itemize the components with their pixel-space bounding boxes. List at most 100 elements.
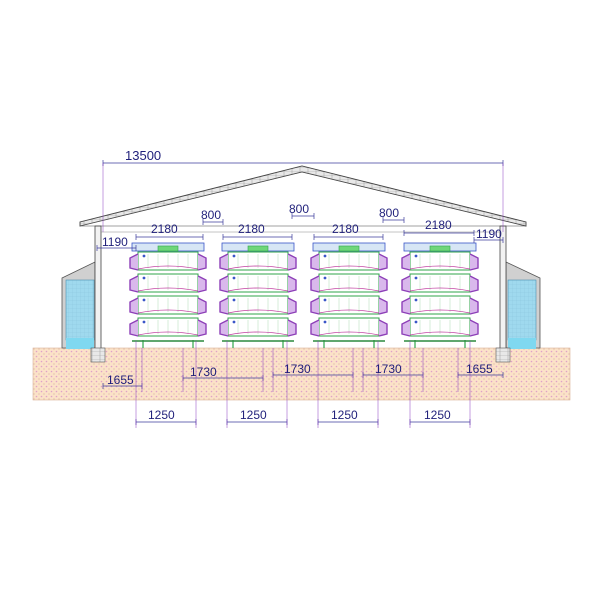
side-feeder-right bbox=[287, 275, 297, 293]
side-feeder-left bbox=[401, 275, 411, 293]
side-feeder-left bbox=[310, 319, 320, 337]
side-feeder-left bbox=[219, 319, 229, 337]
left-wall-foot bbox=[90, 347, 106, 363]
side-feeder-left bbox=[129, 275, 139, 293]
dim-cage-width-3: 2180 bbox=[332, 222, 359, 236]
side-feeder-left bbox=[219, 275, 229, 293]
dim-aisle-gap-3: 800 bbox=[379, 206, 399, 220]
water-nipple bbox=[142, 254, 146, 258]
top-hopper bbox=[338, 245, 360, 252]
egg-tray bbox=[318, 331, 380, 336]
egg-tray bbox=[137, 265, 199, 270]
side-feeder-right bbox=[197, 275, 207, 293]
side-feeder-left bbox=[219, 253, 229, 271]
dim-wall-to-cage-left: 1190 bbox=[102, 235, 128, 249]
side-feeder-left bbox=[129, 319, 139, 337]
left-water-pad bbox=[66, 338, 94, 349]
water-nipple bbox=[414, 254, 418, 258]
water-nipple bbox=[232, 298, 236, 302]
side-feeder-right bbox=[469, 253, 479, 271]
dim-aisle-gap-1: 800 bbox=[201, 208, 221, 222]
side-feeder-right bbox=[287, 319, 297, 337]
right-annex bbox=[505, 261, 541, 349]
right-wall bbox=[499, 225, 507, 351]
side-feeder-left bbox=[219, 297, 229, 315]
water-nipple bbox=[232, 276, 236, 280]
egg-tray bbox=[227, 309, 289, 314]
side-feeder-right bbox=[287, 253, 297, 271]
side-feeder-right bbox=[378, 297, 388, 315]
side-feeder-right bbox=[378, 253, 388, 271]
water-nipple bbox=[414, 298, 418, 302]
side-feeder-left bbox=[401, 297, 411, 315]
egg-tray bbox=[227, 331, 289, 336]
side-feeder-left bbox=[129, 297, 139, 315]
floor-slab bbox=[32, 347, 571, 401]
dim-floor-span-3: 1730 bbox=[375, 362, 402, 376]
side-feeder-left bbox=[129, 253, 139, 271]
roof bbox=[79, 165, 527, 233]
dimension-lines bbox=[96, 160, 504, 428]
dim-cage-width-2: 2180 bbox=[238, 222, 265, 236]
dim-wall-to-cage-right: 1190 bbox=[476, 227, 502, 241]
egg-tray bbox=[318, 265, 380, 270]
side-feeder-right bbox=[469, 297, 479, 315]
side-feeder-right bbox=[287, 297, 297, 315]
top-hopper bbox=[157, 245, 179, 252]
side-feeder-left bbox=[401, 319, 411, 337]
water-nipple bbox=[142, 276, 146, 280]
water-nipple bbox=[142, 298, 146, 302]
egg-tray bbox=[137, 287, 199, 292]
left-annex bbox=[61, 261, 96, 349]
top-hopper bbox=[429, 245, 451, 252]
egg-tray bbox=[409, 287, 471, 292]
dim-cage-base-4: 1250 bbox=[424, 408, 451, 422]
egg-tray bbox=[318, 287, 380, 292]
side-feeder-right bbox=[197, 297, 207, 315]
side-feeder-right bbox=[469, 319, 479, 337]
egg-tray bbox=[409, 331, 471, 336]
water-nipple bbox=[414, 320, 418, 324]
cage-unit-4 bbox=[401, 242, 479, 348]
cage-unit-3 bbox=[310, 242, 388, 348]
side-feeder-right bbox=[378, 275, 388, 293]
dim-total-width: 13500 bbox=[125, 148, 161, 163]
side-feeder-right bbox=[469, 275, 479, 293]
water-nipple bbox=[232, 254, 236, 258]
cage-unit-2 bbox=[219, 242, 297, 348]
dim-aisle-gap-2: 800 bbox=[289, 202, 309, 216]
top-hopper bbox=[247, 245, 269, 252]
right-water-pad bbox=[508, 338, 536, 349]
dim-floor-edge-left: 1655 bbox=[107, 373, 134, 387]
egg-tray bbox=[227, 265, 289, 270]
egg-tray bbox=[409, 265, 471, 270]
dim-floor-edge-right: 1655 bbox=[466, 362, 493, 376]
left-wall bbox=[94, 225, 102, 351]
dim-cage-base-3: 1250 bbox=[331, 408, 358, 422]
side-feeder-left bbox=[310, 297, 320, 315]
water-nipple bbox=[323, 276, 327, 280]
egg-tray bbox=[409, 309, 471, 314]
side-feeder-right bbox=[197, 319, 207, 337]
side-feeder-right bbox=[378, 319, 388, 337]
side-feeder-left bbox=[310, 253, 320, 271]
side-feeder-left bbox=[310, 275, 320, 293]
water-nipple bbox=[323, 298, 327, 302]
egg-tray bbox=[318, 309, 380, 314]
water-nipple bbox=[414, 276, 418, 280]
water-nipple bbox=[323, 254, 327, 258]
water-nipple bbox=[232, 320, 236, 324]
dim-floor-span-2: 1730 bbox=[284, 362, 311, 376]
cage-unit-1 bbox=[129, 242, 207, 348]
dim-cage-width-1: 2180 bbox=[151, 222, 178, 236]
egg-tray bbox=[137, 309, 199, 314]
dim-cage-width-4: 2180 bbox=[425, 218, 452, 232]
dimension-labels: 13500 2180 2180 2180 2180 800 800 800 11… bbox=[102, 148, 502, 422]
right-wall-foot bbox=[495, 347, 511, 363]
side-feeder-right bbox=[197, 253, 207, 271]
water-nipple bbox=[323, 320, 327, 324]
cage-row bbox=[129, 242, 479, 348]
dim-cage-base-2: 1250 bbox=[240, 408, 267, 422]
